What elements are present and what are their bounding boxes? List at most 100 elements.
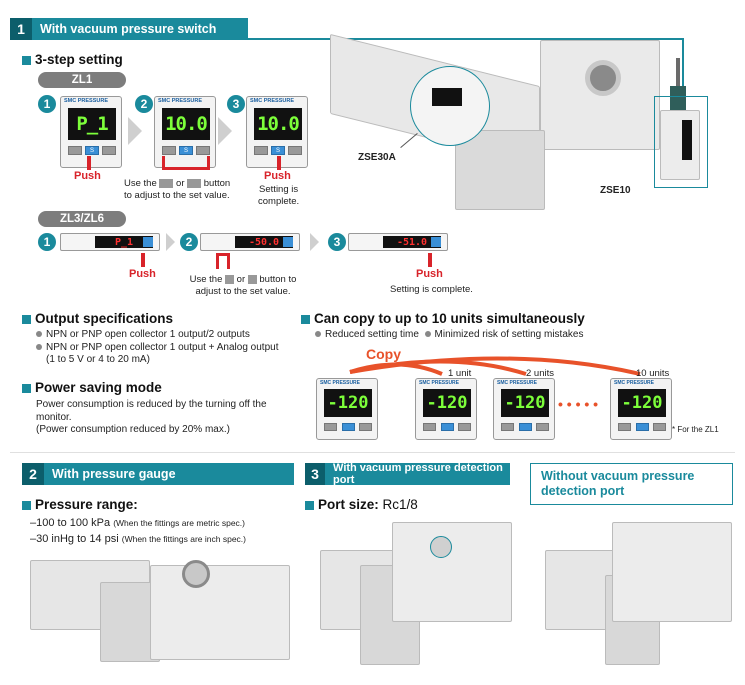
zse10-sensor [660, 110, 700, 180]
zl1-sensor-3: SMC PRESSURE 10.0 S [246, 96, 308, 168]
ejector-block [392, 522, 512, 622]
step-3-badge: 3 [328, 233, 346, 251]
three-step-heading: 3-step setting [22, 52, 123, 67]
up-button[interactable] [501, 423, 514, 431]
section-1-header: 1 With vacuum pressure switch [10, 18, 248, 40]
ejector-block [150, 565, 290, 660]
section-title: With vacuum pressure switch [40, 22, 217, 36]
down-button[interactable] [359, 423, 372, 431]
push-label: Push [129, 268, 156, 280]
ejector-block [612, 522, 732, 622]
section-4-header: Without vacuum pressure detection port [530, 463, 733, 505]
s-button[interactable] [341, 423, 355, 431]
step-1-badge: 1 [38, 95, 56, 113]
down-button[interactable] [288, 146, 302, 155]
filter-block [455, 130, 545, 210]
step-arrow [166, 233, 175, 251]
power-text: Power consumption is reduced by the turn… [36, 399, 267, 435]
down-button[interactable] [102, 146, 116, 155]
sensor-display: P_1 [95, 236, 153, 248]
s-button[interactable] [635, 423, 649, 431]
adjust-bracket [216, 253, 230, 269]
down-button[interactable] [196, 146, 210, 155]
unit-label: 10 units [636, 368, 670, 379]
cable [676, 58, 680, 88]
detection-port-zoom [430, 536, 452, 558]
sensor-display: 10.0 [162, 108, 210, 140]
copy-heading: Can copy to up to 10 units simultaneousl… [301, 311, 585, 326]
port-hole [585, 60, 621, 96]
adjust-bracket [162, 156, 210, 170]
copy-sensor-source: SMC PRESSURE -120 [316, 378, 378, 440]
copy-sensor-2: SMC PRESSURE -120 [493, 378, 555, 440]
zl3-pill: ZL3/ZL6 [38, 211, 126, 227]
copy-sensor-10: SMC PRESSURE -120 [610, 378, 672, 440]
power-heading: Power saving mode [22, 380, 162, 395]
section-3-header: 3 With vacuum pressure detection port [305, 462, 510, 486]
copy-arrows [349, 356, 641, 376]
copy-label: Copy [366, 346, 401, 362]
divider [10, 452, 735, 453]
step-arrow [310, 233, 319, 251]
zse30a-label: ZSE30A [358, 152, 396, 163]
zse10-connector [670, 86, 686, 112]
up-button[interactable] [162, 146, 176, 155]
zse10-label: ZSE10 [600, 185, 631, 196]
output-list: NPN or PNP open collector 1 output/2 out… [36, 329, 278, 367]
down-button[interactable] [458, 423, 471, 431]
up-button[interactable] [618, 423, 631, 431]
push-arrow [428, 253, 432, 267]
list-item: (1 to 5 V or 4 to 20 mA) [46, 354, 150, 365]
push-arrow [277, 156, 281, 170]
set-button[interactable] [283, 237, 293, 247]
step-3-badge: 3 [227, 95, 245, 113]
push-arrow [87, 156, 91, 170]
copy-bullets: Reduced setting time Minimized risk of s… [315, 329, 583, 342]
complete-text: Setting is complete. [390, 284, 473, 295]
s-button[interactable] [518, 423, 532, 431]
adjust-text: Use the or button to adjust to the set v… [189, 274, 297, 297]
pressure-gauge [182, 560, 210, 588]
zse10-highlight [654, 96, 708, 188]
copy-sensor-1: SMC PRESSURE -120 [415, 378, 477, 440]
step-1-badge: 1 [38, 233, 56, 251]
s-button[interactable]: S [85, 146, 99, 155]
zl1-footnote: * For the ZL1 [672, 425, 719, 434]
ellipsis-dots: • • • • • [558, 396, 599, 412]
up-button[interactable] [324, 423, 337, 431]
set-button[interactable] [143, 237, 153, 247]
up-button[interactable] [423, 423, 436, 431]
leader-line [400, 133, 418, 148]
zl3-sensor-3: -51.0 [348, 233, 448, 251]
zoom-circle [410, 66, 490, 146]
set-button[interactable] [431, 237, 441, 247]
up-button[interactable] [254, 146, 268, 155]
zse10-display [682, 120, 692, 160]
copy-arrow-3 [349, 356, 641, 376]
s-button[interactable]: S [271, 146, 285, 155]
down-button[interactable] [653, 423, 666, 431]
s-button[interactable] [440, 423, 454, 431]
down-button[interactable] [536, 423, 549, 431]
push-label: Push [74, 170, 101, 182]
connector-line [682, 38, 684, 88]
zl3-sensor-2: -50.0 [200, 233, 300, 251]
zse30a-display [432, 88, 462, 106]
list-item: NPN or PNP open collector 1 output + Ana… [36, 342, 278, 355]
adjust-text: Use the or button to adjust to the set v… [124, 178, 231, 201]
pressure-range-1: –100 to 100 kPa (When the fittings are m… [30, 517, 245, 529]
unit-label: 1 unit [448, 368, 472, 379]
list-item: NPN or PNP open collector 1 output/2 out… [36, 329, 278, 342]
unit-label: 2 units [526, 368, 554, 379]
push-arrow [141, 253, 145, 267]
push-label: Push [264, 170, 291, 182]
s-button[interactable]: S [179, 146, 193, 155]
section-number: 1 [10, 18, 32, 40]
sensor-display: P_1 [68, 108, 116, 140]
zl1-sensor-1: SMC PRESSURE P_1 S [60, 96, 122, 168]
step-arrow [218, 117, 232, 145]
output-heading: Output specifications [22, 311, 173, 326]
sensor-display: -51.0 [383, 236, 441, 248]
up-button[interactable] [68, 146, 82, 155]
